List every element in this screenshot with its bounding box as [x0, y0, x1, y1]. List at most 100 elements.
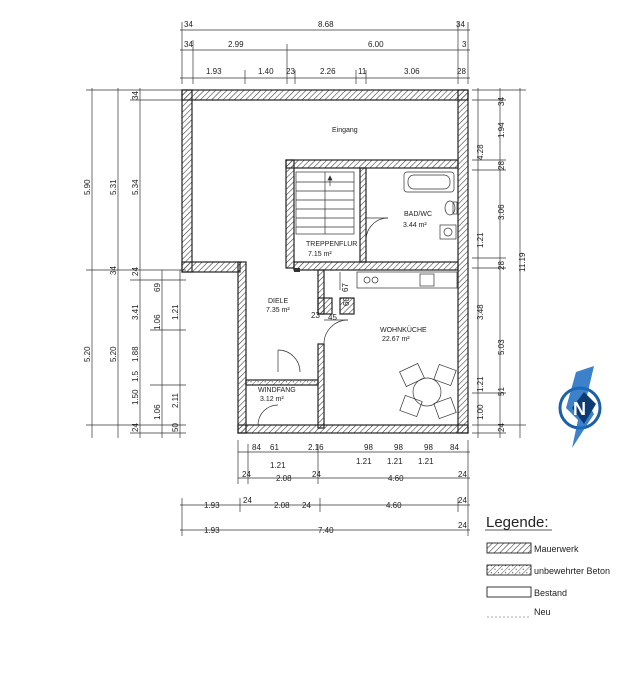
room-labels: Eingang BAD/WC 3.44 m² TREPPENFLUR 7.15 … — [258, 127, 432, 403]
dim-left-3: 5.31 — [109, 179, 118, 195]
dim-top-4: 34 — [184, 40, 193, 49]
dim-left-9: 3.41 — [131, 304, 140, 320]
dim-left-18: 2.11 — [171, 392, 180, 408]
kitchen-counter — [339, 271, 458, 290]
legend-label-concrete: unbewehrter Beton — [534, 566, 610, 576]
top-dimension-labels: 34 8.68 34 34 2.99 6.00 3 1.93 1.40 23 2… — [184, 20, 467, 76]
dim-top-9: 1.40 — [258, 67, 274, 76]
room-living-label: WOHNKÜCHE — [380, 326, 427, 334]
dim-bottom-8: 1.21 — [270, 461, 286, 470]
dim-left-15: 69 — [153, 283, 162, 292]
dim-bottom-7: 84 — [450, 443, 459, 452]
dim-bottom-5: 98 — [394, 443, 403, 452]
dim-bottom-2: 61 — [270, 443, 279, 452]
legend-label-masonry: Mauerwerk — [534, 544, 579, 554]
dim-top-2: 8.68 — [318, 20, 334, 29]
bottom-dimension-labels: 84 61 2.16 98 98 98 84 1.21 1.21 1.21 1.… — [204, 443, 467, 535]
inner-dim-67: 67 — [341, 283, 350, 292]
dim-right-4: 3.06 — [497, 204, 506, 220]
dim-top-14: 28 — [457, 67, 466, 76]
dim-bottom-21: 4.60 — [386, 501, 402, 510]
compass-letter: N — [573, 399, 586, 419]
dim-right-12: 5.03 — [497, 339, 506, 355]
dim-top-7: 3 — [462, 40, 467, 49]
dim-left-5: 5.20 — [109, 346, 118, 362]
dim-left-11: 1.5 — [131, 370, 140, 382]
dim-left-2: 5.20 — [83, 346, 92, 362]
dim-top-6: 6.00 — [368, 40, 384, 49]
dim-left-14: 24 — [131, 423, 140, 432]
dim-bottom-1: 84 — [252, 443, 261, 452]
legend: Legende: Mauerwerk unbewehrter Beton Bes… — [485, 514, 610, 618]
inner-dim-60: 60 — [342, 297, 351, 306]
right-dimension-lines — [472, 88, 526, 438]
room-stair-label: TREPPENFLUR — [306, 241, 357, 248]
dim-bottom-17: 1.93 — [204, 501, 220, 510]
dim-right-14: 11.19 — [518, 252, 527, 272]
dim-left-1: 5.90 — [83, 179, 92, 195]
dim-left-7: 5.34 — [131, 179, 140, 195]
dim-bottom-9: 1.21 — [356, 457, 372, 466]
interior-walls — [245, 159, 459, 429]
dim-bottom-11: 1.21 — [418, 457, 434, 466]
dim-bottom-22: 24 — [458, 496, 467, 505]
dim-bottom-20: 24 — [302, 501, 311, 510]
dim-bottom-19: 2.08 — [274, 501, 290, 510]
legend-swatch-concrete — [486, 564, 532, 576]
dim-bottom-18: 24 — [243, 496, 252, 505]
dining-table — [399, 363, 457, 420]
dim-left-13: 1.06 — [153, 404, 162, 420]
dim-right-3: 28 — [497, 161, 506, 170]
legend-swatch-masonry — [486, 542, 532, 554]
dim-right-6: 3.48 — [476, 304, 485, 320]
left-dimension-lines — [86, 88, 186, 438]
room-entrance-label: Eingang — [332, 127, 358, 134]
door-swings — [257, 217, 389, 426]
dim-bottom-15: 4.60 — [388, 474, 404, 483]
dim-left-4: 34 — [109, 266, 118, 275]
room-hall-label: DIELE — [268, 298, 289, 305]
bathtub — [403, 171, 455, 193]
legend-title: Legende: — [486, 514, 549, 531]
room-bath-area: 3.44 m² — [403, 222, 427, 229]
room-bath-label: BAD/WC — [404, 211, 432, 218]
dim-top-5: 2.99 — [228, 40, 244, 49]
dim-top-8: 1.93 — [206, 67, 222, 76]
dim-bottom-6: 98 — [424, 443, 433, 452]
room-vestibule-label: WINDFANG — [258, 387, 296, 394]
dim-bottom-25: 24 — [458, 521, 467, 530]
legend-label-existing: Bestand — [534, 588, 567, 598]
dim-top-11: 2.26 — [320, 67, 336, 76]
dim-left-12: 1.50 — [131, 389, 140, 405]
north-compass: N — [558, 366, 602, 448]
dim-right-5: 28 — [497, 261, 506, 270]
room-vestibule-area: 3.12 m² — [260, 396, 284, 403]
dim-left-16: 1.06 — [153, 314, 162, 330]
legend-swatch-existing — [486, 586, 532, 598]
room-hall-area: 7.35 m² — [266, 307, 290, 314]
dim-top-13: 3.06 — [404, 67, 420, 76]
dim-top-12: 11 — [358, 67, 367, 76]
dim-bottom-16: 24 — [458, 470, 467, 479]
dim-bottom-4: 98 — [364, 443, 373, 452]
bottom-dimension-lines — [180, 440, 470, 536]
room-stair-area: 7.15 m² — [308, 251, 332, 258]
dim-bottom-3: 2.16 — [308, 443, 324, 452]
dim-bottom-10: 1.21 — [387, 457, 403, 466]
washbasin — [439, 224, 457, 240]
dim-right-1: 34 — [497, 97, 506, 106]
dim-bottom-12: 24 — [242, 470, 251, 479]
dim-top-10: 23 — [286, 67, 295, 76]
dim-left-17: 1.21 — [171, 304, 180, 320]
legend-label-new: Neu — [534, 607, 551, 617]
dim-left-6: 34 — [131, 91, 140, 100]
staircase — [295, 171, 355, 235]
dim-right-8: 1.00 — [476, 404, 485, 420]
dim-left-8: 24 — [131, 267, 140, 276]
dim-top-3: 34 — [456, 20, 465, 29]
inner-dim-45: 45 — [328, 313, 337, 322]
right-dimension-labels: 34 1.94 28 3.06 28 3.48 1.21 1.00 24 4.2… — [476, 97, 527, 432]
dim-bottom-24: 7.40 — [318, 526, 334, 535]
inner-dim-23: 23 — [311, 311, 320, 320]
